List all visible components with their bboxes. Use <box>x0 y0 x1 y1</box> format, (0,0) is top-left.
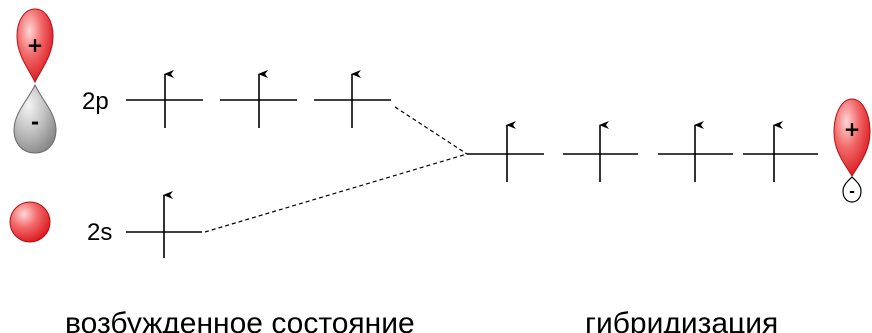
orbital-box-hybrid-1 <box>467 121 544 182</box>
sp3-orbital-positive-lobe <box>833 98 871 177</box>
p-orbital-icon: + - <box>13 8 57 154</box>
p-orbital-negative-lobe <box>13 83 57 154</box>
level-2s-orbitals <box>126 191 202 258</box>
orbital-box-2p-1 <box>126 70 203 128</box>
orbital-box-hybrid-2 <box>563 121 638 182</box>
orbital-box-hybrid-4 <box>743 121 818 182</box>
caption-hybridization: гибридизация <box>585 307 778 333</box>
level-label-2s: 2s <box>87 219 112 246</box>
connector-2p-to-hybrid <box>394 106 468 155</box>
level-label-2p: 2p <box>82 88 109 115</box>
p-orbital-plus-sign: + <box>27 33 44 57</box>
caption-excited-state: возбужденное состояние <box>65 307 415 333</box>
orbital-box-2p-3 <box>314 70 391 128</box>
s-orbital-icon <box>9 201 51 243</box>
sp3-orbital-icon: + - <box>833 98 871 203</box>
orbital-box-2p-2 <box>220 70 297 128</box>
sp3-orbital-plus-sign: + <box>844 117 861 141</box>
sp3-orbital-minus-sign: - <box>849 184 855 200</box>
orbital-box-hybrid-3 <box>658 121 733 182</box>
p-orbital-positive-lobe <box>16 8 54 84</box>
sp3-orbital-negative-lobe <box>842 176 862 203</box>
level-2p-orbitals <box>126 70 391 128</box>
p-orbital-minus-sign: - <box>31 110 39 134</box>
orbital-box-2s-1 <box>126 191 202 258</box>
hybrid-orbitals <box>467 121 818 182</box>
connector-2s-to-hybrid <box>204 153 468 233</box>
